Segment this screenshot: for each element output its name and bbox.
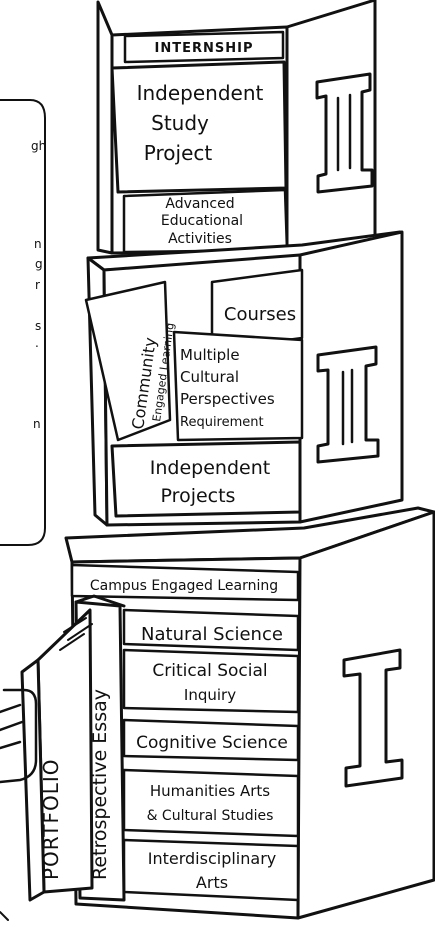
- internship-label: INTERNSHIP: [155, 41, 254, 56]
- ia-line1: Interdisciplinary: [148, 849, 277, 868]
- humanities-line2: & Cultural Studies: [147, 808, 274, 824]
- courses-label: Courses: [224, 304, 296, 325]
- portfolio-label: PORTFOLIO: [39, 759, 63, 881]
- ip-line2: Projects: [161, 485, 236, 507]
- aea-line3: Activities: [168, 231, 232, 247]
- svg-text:r: r: [35, 278, 40, 292]
- svg-text:n: n: [33, 417, 41, 431]
- mcp-line4: Requirement: [180, 415, 264, 430]
- svg-text:.: .: [35, 336, 39, 350]
- cognitive-science-label: Cognitive Science: [136, 733, 288, 753]
- tier1-box: Campus Engaged Learning Natural Science …: [66, 508, 434, 918]
- ip-line1: Independent: [150, 457, 270, 479]
- svg-text:gh: gh: [31, 139, 46, 153]
- humanities-line1: Humanities Arts: [150, 782, 270, 800]
- mcp-line2: Cultural: [180, 368, 239, 386]
- mcp-line1: Multiple: [180, 346, 240, 364]
- tier3-box: INTERNSHIP Independent Study Project Adv…: [98, 0, 375, 253]
- tier2-box: Courses Community Engaged Learning Multi…: [86, 232, 402, 525]
- aea-line1: Advanced: [165, 196, 234, 212]
- mcp-line3: Perspectives: [180, 390, 275, 408]
- portfolio-book: PORTFOLIO: [0, 610, 92, 900]
- csi-line1: Critical Social: [152, 661, 267, 681]
- csi-line2: Inquiry: [184, 686, 236, 704]
- svg-text:n: n: [34, 237, 42, 251]
- isp-line2: Study: [151, 111, 209, 135]
- aea-line2: Educational: [161, 213, 243, 229]
- speech-bubble-fragments: gh n g r s . n: [31, 139, 46, 431]
- svg-text:s: s: [35, 319, 41, 333]
- natural-science-label: Natural Science: [141, 624, 283, 645]
- campus-engaged-learning-label: Campus Engaged Learning: [90, 578, 278, 594]
- ia-line2: Arts: [196, 873, 228, 892]
- isp-line1: Independent: [137, 81, 264, 105]
- svg-text:g: g: [35, 257, 43, 271]
- isp-line3: Project: [144, 141, 213, 165]
